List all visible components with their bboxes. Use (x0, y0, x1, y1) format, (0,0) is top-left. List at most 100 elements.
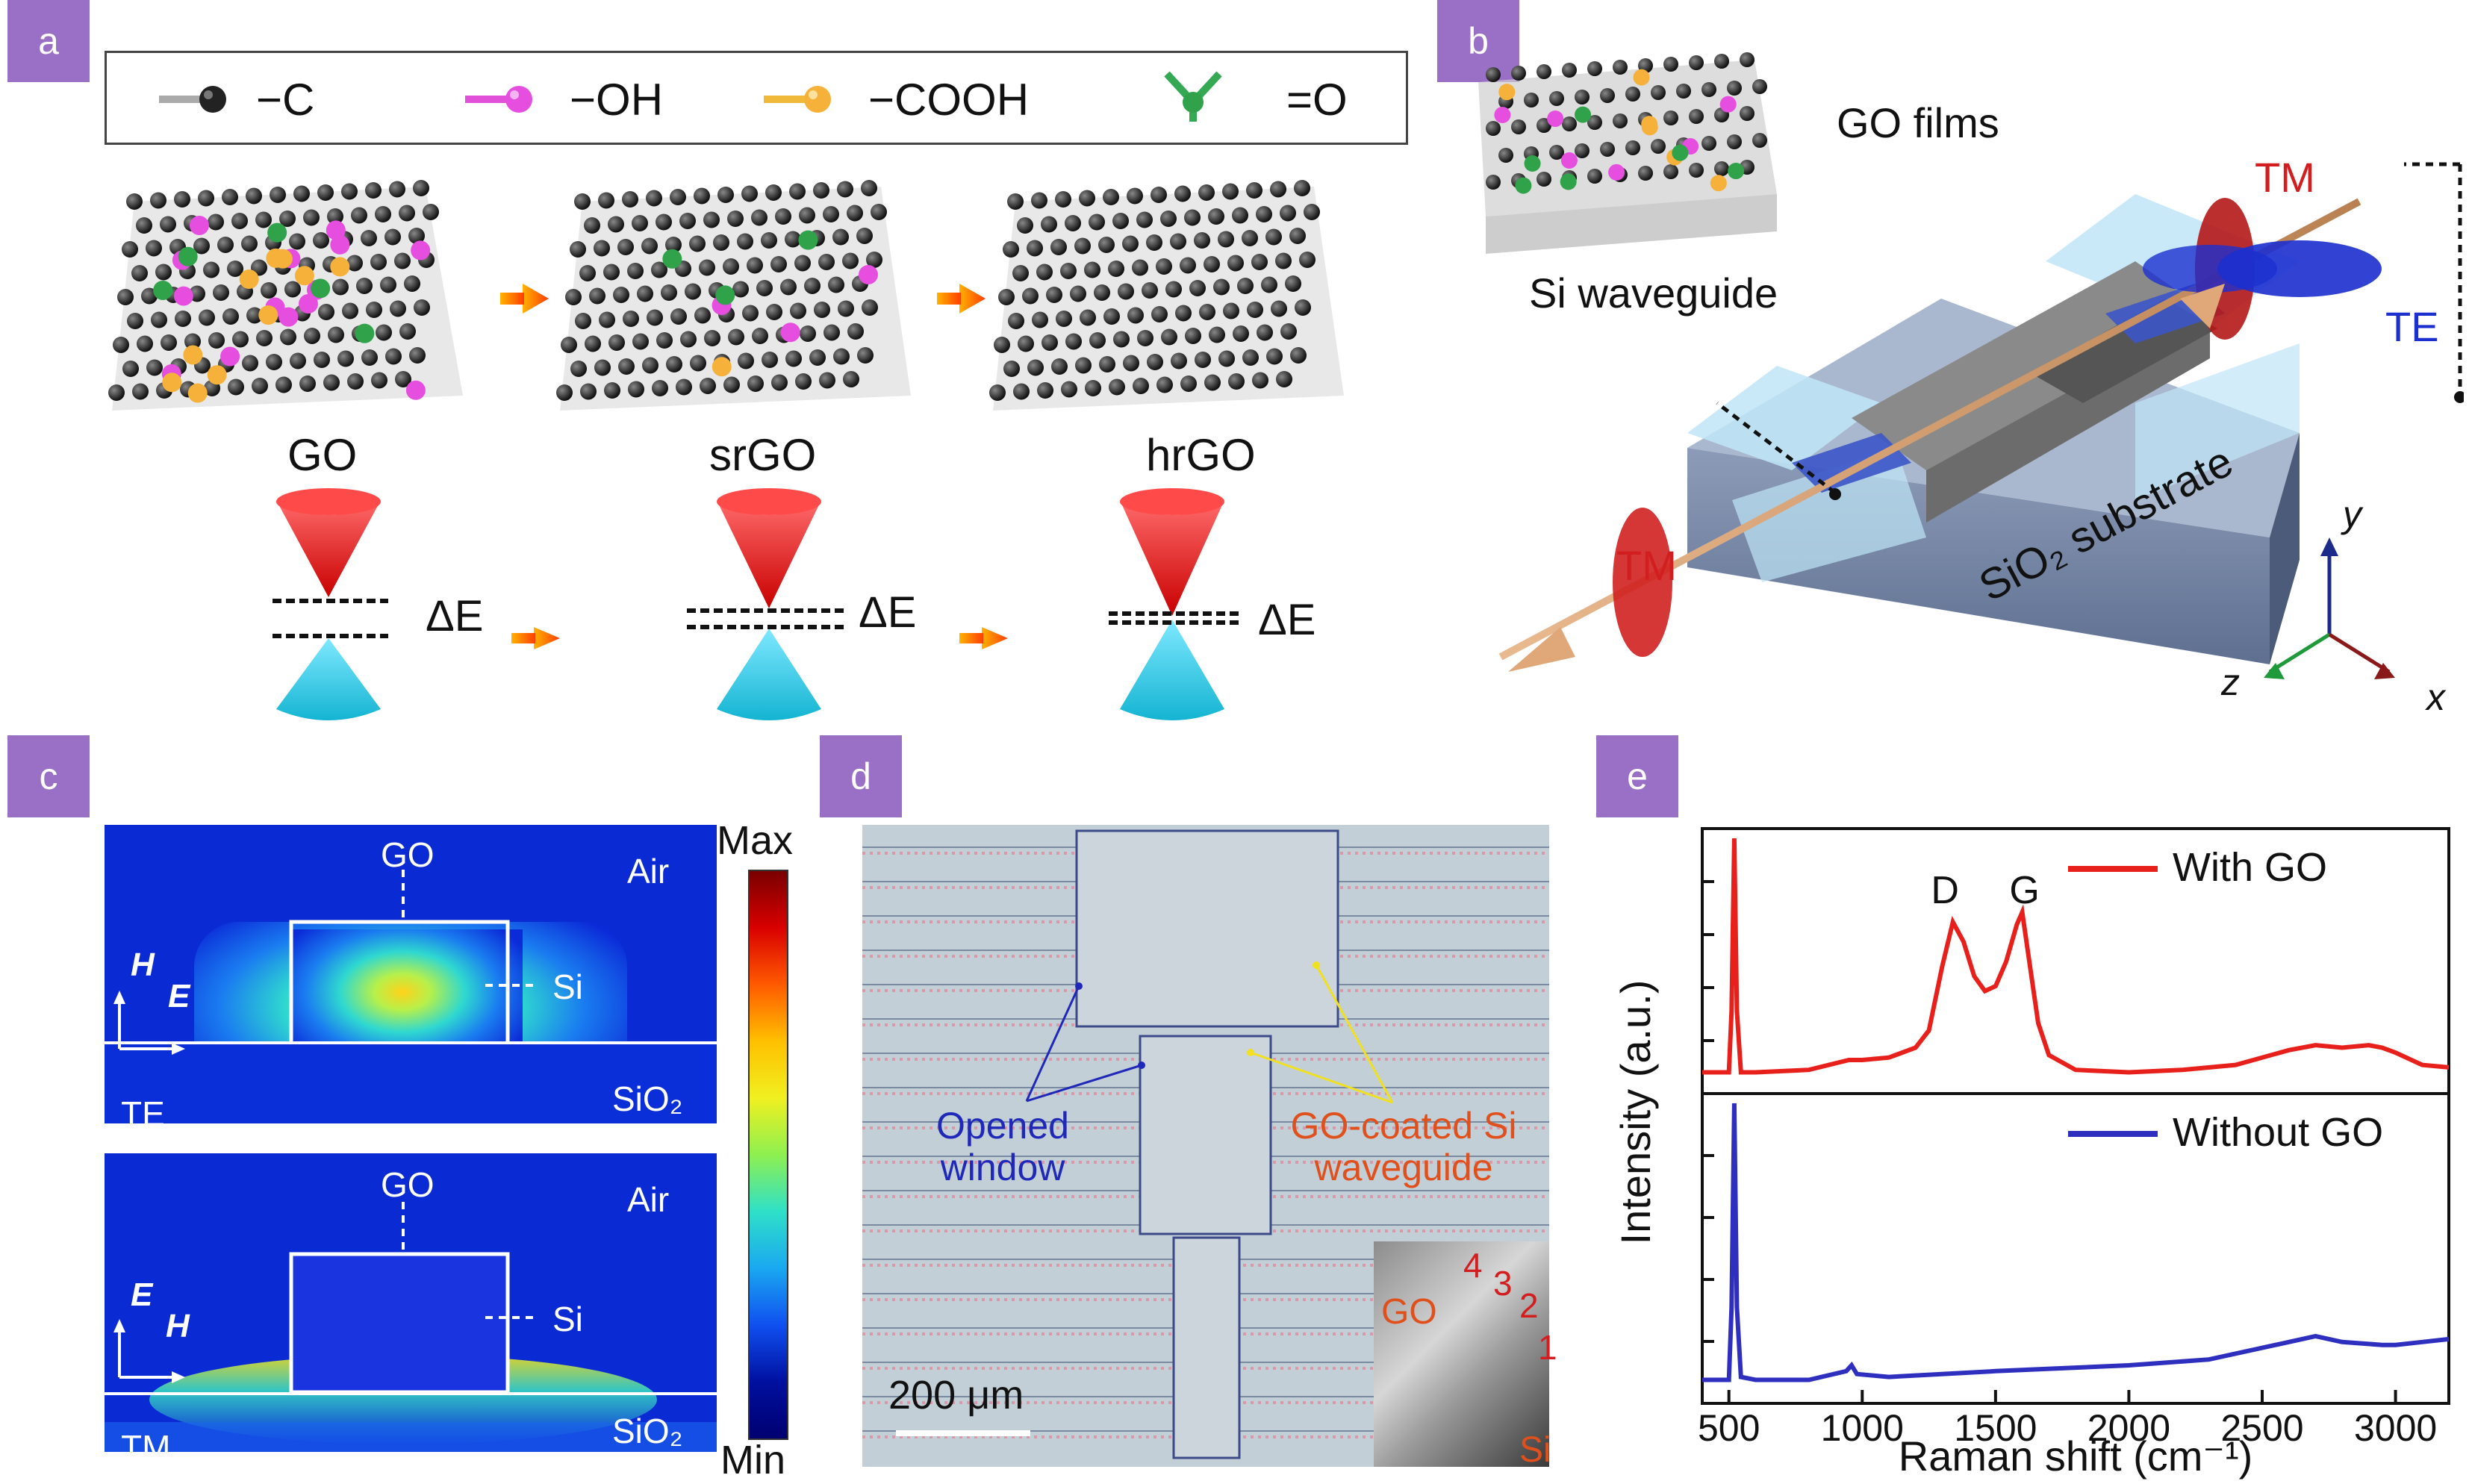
carbon-atom (1208, 208, 1224, 225)
carbon-atom (1055, 191, 1071, 208)
carbon-atom (998, 289, 1015, 305)
carbon-atom (1261, 276, 1277, 293)
carbon-atom (818, 254, 835, 270)
carbon-atom (328, 326, 344, 343)
carbon-atom (574, 193, 591, 210)
carbon-atom (1265, 228, 1282, 246)
carbon-atom (1051, 358, 1068, 375)
carbon-atom (1275, 252, 1292, 269)
hydroxyl-icon (465, 86, 532, 113)
carbon-atom (1089, 332, 1106, 349)
carbon-atom (327, 208, 343, 225)
carbon-atom (108, 384, 125, 401)
layer-2: 2 (1519, 1286, 1539, 1325)
carbon-atom (1137, 330, 1153, 346)
carbon-atom (1562, 116, 1577, 131)
carbon-atom (1218, 231, 1234, 248)
carbon-atom (1714, 161, 1729, 176)
carbon-atom (113, 337, 129, 353)
carbon-atom (1227, 255, 1244, 272)
carbon-atom (395, 371, 411, 387)
te-sio2-label: SiO₂ (612, 1079, 683, 1118)
microscope-image (862, 825, 1549, 1467)
carbon-atom (632, 215, 648, 231)
carbon-atom (694, 187, 710, 205)
carbon-atom (871, 204, 887, 220)
carbon-atom (642, 357, 658, 374)
carbon-atom (290, 352, 306, 370)
functional-group (278, 307, 299, 327)
carbon-atom (1003, 361, 1020, 377)
carbon-atom (1094, 284, 1110, 301)
carbon-atom (1549, 145, 1564, 160)
carbon-atom (647, 309, 663, 326)
carbon-atom (279, 211, 296, 227)
carbon-atom (122, 361, 139, 377)
carbon-atom (857, 347, 874, 364)
axis-z-label: z (2221, 661, 2240, 703)
carbon-atom (231, 213, 248, 229)
carbon-atom (1036, 264, 1053, 281)
carbon-atom (1122, 235, 1139, 252)
functional-group (1560, 152, 1578, 169)
carbon-atom (136, 217, 152, 234)
carbon-atom (241, 235, 258, 252)
carbon-atom (594, 240, 610, 257)
functional-group (1498, 84, 1516, 101)
carbon-atom (1689, 109, 1704, 124)
carbon-atom (799, 207, 815, 224)
carbon-atom (1232, 207, 1248, 224)
carbon-atom (751, 209, 768, 226)
carbon-atom (1218, 350, 1235, 367)
carbon-atom (1246, 182, 1262, 199)
carbon-atom (1247, 302, 1263, 318)
carbon-atom (762, 352, 778, 368)
carbon-atom (137, 335, 153, 352)
chart-frame (1701, 827, 2450, 1405)
carbon-atom (313, 232, 329, 249)
carbon-atom (732, 281, 749, 298)
carbon-atom (1180, 375, 1197, 392)
functional-group (1524, 155, 1541, 172)
carbon-atom (1160, 211, 1177, 227)
carbon-atom (1031, 192, 1047, 209)
carbon-atom (409, 347, 426, 364)
carbon-atom (146, 359, 163, 376)
carbon-atom (556, 384, 573, 401)
carbon-atom (280, 328, 296, 346)
functional-group (712, 357, 732, 377)
carbon-atom (814, 302, 830, 318)
carbon-atom (790, 302, 806, 319)
functional-group (173, 286, 193, 306)
carbon-atom (1676, 84, 1691, 99)
functional-group (798, 230, 818, 250)
carbon-atom (376, 324, 392, 341)
carbon-atom (847, 205, 863, 222)
functional-group (1672, 144, 1689, 161)
carbon-atom (656, 213, 672, 231)
carbon-atom (741, 185, 758, 202)
functional-group (220, 346, 240, 367)
carbon-atom (856, 228, 873, 244)
carbon-atom (676, 378, 692, 396)
carbon-atom (1486, 67, 1501, 82)
functional-group (662, 249, 682, 269)
carbon-atom (1112, 213, 1129, 229)
panel-label-c: c (7, 735, 90, 817)
carbon-atom (861, 180, 877, 196)
carbon-atom (1587, 115, 1602, 130)
carbon-atom (622, 191, 638, 208)
carbon-atom (1180, 257, 1196, 274)
functional-group (187, 383, 208, 403)
carbon-atom (365, 182, 382, 199)
carbon-atom (1625, 140, 1640, 155)
carbon-atom (1127, 187, 1143, 205)
carbon-atom (742, 305, 759, 322)
arrow-icon (534, 627, 560, 649)
delta-e-1: ΔE (426, 592, 483, 640)
carbon-atom (289, 233, 305, 250)
carbon-atom (703, 211, 720, 228)
functional-group (411, 240, 431, 261)
carbon-atom (131, 265, 148, 281)
